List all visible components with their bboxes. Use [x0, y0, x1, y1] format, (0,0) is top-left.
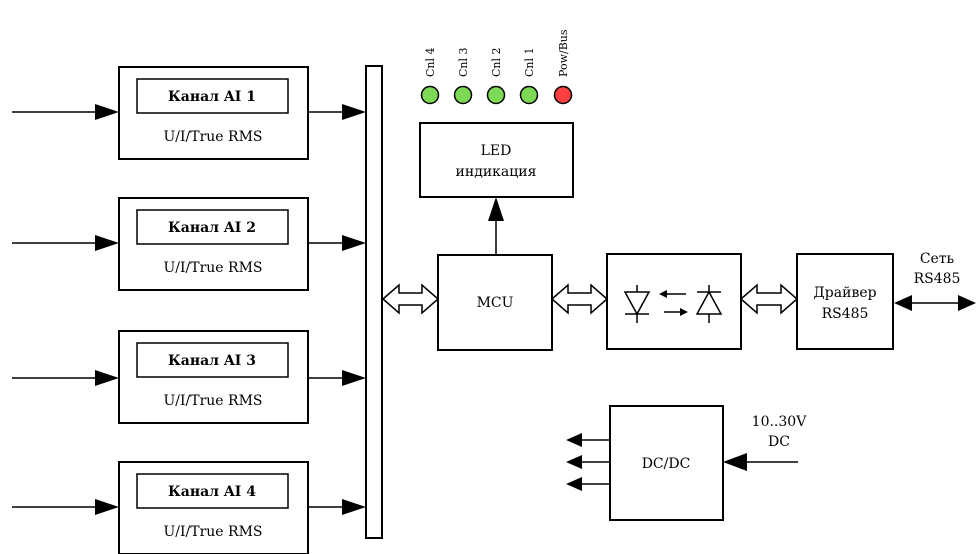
led-indication-line1: LED: [481, 143, 512, 159]
dcdc-output-arrow-1: [566, 433, 582, 447]
bus-mcu-bidirectional-arrow: [381, 283, 440, 315]
channel-4: Канал AI 4 U/I/True RMS: [12, 461, 366, 554]
led-cnl-4: Cnl 4: [420, 47, 440, 105]
led-indication-line2: индикация: [456, 164, 537, 180]
led-indication-box: [419, 122, 574, 198]
led-indicators: Cnl 4 Cnl 3 Cnl 2 Cnl 1 Pow/Bus: [420, 29, 573, 105]
mcu-led-arrow: [488, 197, 504, 221]
channel-title-2: Канал AI 2: [168, 220, 256, 236]
led-cnl-1-icon: [519, 85, 539, 105]
led-label-cnl-1: Cnl 1: [523, 47, 536, 77]
channel-1: Канал AI 1 U/I/True RMS: [12, 66, 366, 160]
light-arrows-icon: [659, 290, 688, 316]
led-cnl-2-icon: [486, 85, 506, 105]
internal-bus: [365, 65, 383, 539]
channel-title-box-3: [136, 342, 289, 378]
mcu-isolation-bidirectional-arrow: [550, 283, 609, 315]
channel-3: Канал AI 3 U/I/True RMS: [12, 330, 366, 424]
power-input-line2: DC: [768, 434, 790, 450]
dcdc-output-arrow-3: [566, 477, 582, 491]
rs485-driver-box: [796, 253, 894, 350]
input-arrow-2: [95, 235, 119, 251]
channel-title-box-2: [136, 209, 289, 245]
led-cnl-3: Cnl 3: [453, 47, 473, 105]
input-arrow-3: [95, 370, 119, 386]
optocoupler-block: [606, 253, 742, 350]
input-arrow-4: [95, 499, 119, 515]
channel-title-box-4: [136, 473, 289, 509]
photodiode-icon: [695, 285, 723, 323]
rs485-driver-line2: RS485: [822, 306, 869, 322]
channel-subtitle-4: U/I/True RMS: [163, 524, 262, 540]
network-arrow-left: [894, 295, 912, 311]
output-arrow-4: [342, 499, 366, 515]
led-label-cnl-4: Cnl 4: [424, 47, 437, 77]
power-input-line1: 10..30V: [752, 414, 808, 430]
led-cnl-1: Cnl 1: [519, 47, 539, 105]
channel-subtitle-1: U/I/True RMS: [163, 129, 262, 145]
led-pow-bus-icon: [553, 85, 573, 105]
network-label-line2: RS485: [914, 271, 961, 287]
output-arrow-1: [342, 104, 366, 120]
isolation-driver-bidirectional-arrow: [739, 283, 799, 315]
dcdc-output-arrow-2: [566, 455, 582, 469]
channel-title-4: Канал AI 4: [168, 484, 256, 500]
network-arrow-right: [958, 295, 976, 311]
channel-title-1: Канал AI 1: [168, 89, 256, 105]
led-pow-bus: Pow/Bus: [553, 29, 573, 105]
power-input-arrow: [723, 453, 747, 471]
channel-title-box-1: [136, 78, 289, 114]
channel-title-3: Канал AI 3: [168, 353, 256, 369]
channel-subtitle-2: U/I/True RMS: [163, 260, 262, 276]
rs485-driver-line1: Драйвер: [813, 285, 876, 301]
mcu-box: [437, 254, 553, 351]
dcdc-label: DC/DC: [642, 456, 691, 472]
dcdc-outputs: [566, 433, 610, 491]
optocoupler-box: [606, 253, 742, 350]
mcu-label: MCU: [477, 295, 514, 311]
dcdc-box: [609, 405, 724, 521]
network-label-line1: Сеть: [920, 251, 955, 267]
led-label-pow-bus: Pow/Bus: [557, 29, 570, 77]
output-arrow-3: [342, 370, 366, 386]
led-label-cnl-2: Cnl 2: [490, 47, 503, 77]
led-cnl-4-icon: [420, 85, 440, 105]
led-label-cnl-3: Cnl 3: [457, 47, 470, 77]
output-arrow-2: [342, 235, 366, 251]
led-diode-icon: [623, 285, 651, 323]
led-cnl-2: Cnl 2: [486, 47, 506, 105]
led-cnl-3-icon: [453, 85, 473, 105]
channel-2: Канал AI 2 U/I/True RMS: [12, 197, 366, 291]
input-arrow-1: [95, 104, 119, 120]
channel-subtitle-3: U/I/True RMS: [163, 393, 262, 409]
